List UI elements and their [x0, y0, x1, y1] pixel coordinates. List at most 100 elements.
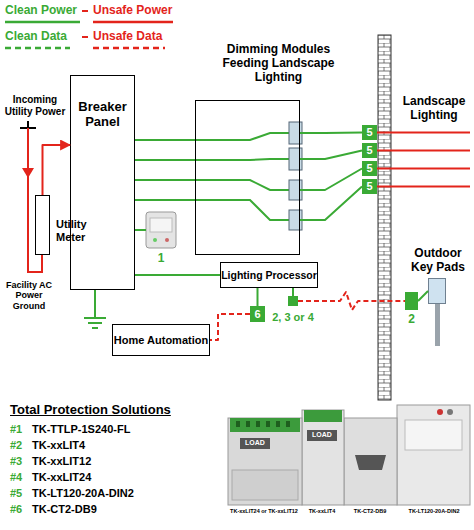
- node-label: Dimming Modules Feeding Landscape Lighti…: [221, 43, 336, 84]
- callout-number: #2: [10, 439, 22, 452]
- photo-caption: TK-CT2-DB9: [342, 508, 398, 514]
- data-wire: [292, 288, 294, 296]
- node-label: Breaker Panel: [71, 100, 134, 130]
- protector-tag: 5: [362, 161, 377, 176]
- node-label: Lighting Processor: [221, 269, 317, 281]
- product-photo: [228, 405, 470, 505]
- node-label: 5: [366, 126, 372, 139]
- dimming-module: [289, 180, 302, 200]
- device-lamp: [153, 238, 157, 242]
- protector-tag: 2: [405, 292, 418, 310]
- data-wire: [257, 288, 259, 306]
- power-wire: [135, 199, 195, 201]
- protector-tag: 5: [362, 125, 377, 140]
- ground-wire: [94, 290, 96, 318]
- protector-tag: 5: [362, 143, 377, 158]
- device-icon: [447, 409, 453, 415]
- module-feeds: [195, 133, 289, 220]
- power-wire: [300, 169, 362, 191]
- utility-pole-symbol: [20, 121, 36, 128]
- terminal-block: [304, 410, 342, 422]
- home-automation: Home Automation: [112, 324, 210, 356]
- device-body: [228, 418, 302, 505]
- photo-caption: TK-LT120-20A-DIN2: [394, 508, 474, 514]
- device-body: [146, 212, 176, 248]
- dimming-module: [289, 122, 302, 144]
- unsafe-power-sample: [93, 21, 173, 24]
- node-label: 5: [366, 180, 372, 193]
- dimming-enclosure: Dimming Modules Feeding Landscape Lighti…: [195, 100, 300, 255]
- legend-label: Clean Data: [5, 30, 67, 44]
- device-body: [397, 405, 470, 505]
- legend-separator: [82, 36, 88, 38]
- device-label-plate: [240, 438, 270, 449]
- node-label: 2: [401, 313, 422, 327]
- node-label: 2, 3 or 4: [263, 311, 323, 324]
- power-wire: [195, 180, 289, 190]
- power-wire: [135, 229, 146, 231]
- legend-label: Clean Power: [5, 4, 77, 18]
- node-label: 1: [146, 252, 176, 266]
- legend-label: Unsafe Data: [93, 30, 162, 44]
- callout-number: #4: [10, 471, 22, 484]
- ground-label: Facility AC Power Ground: [4, 280, 54, 311]
- data-wire: [298, 292, 405, 310]
- device-lamp: [165, 238, 169, 242]
- node-label: Outdoor Key Pads: [408, 247, 468, 275]
- power-wire: [135, 274, 220, 276]
- node-label: 6: [254, 308, 260, 321]
- source-label: Incoming Utility Power: [0, 94, 70, 117]
- device-marking: LOAD: [307, 431, 337, 439]
- part-number: TK-LT120-20A-DIN2: [32, 487, 134, 500]
- clean-power-sample: [5, 21, 80, 24]
- power-wire: [377, 132, 470, 134]
- flow-arrow: [22, 168, 34, 178]
- legend-separator: [82, 10, 88, 12]
- db9-connector: [355, 455, 386, 470]
- part-number: TK-xxLIT12: [32, 455, 91, 468]
- brick-wall: [378, 35, 391, 400]
- power-wire: [377, 186, 470, 188]
- power-wire: [300, 187, 362, 221]
- data-wire: [418, 291, 428, 301]
- power-wire: [43, 145, 71, 195]
- list-heading: Total Protection Solutions: [10, 403, 171, 418]
- power-wire: [300, 151, 362, 160]
- unsafe-data-sample: [93, 47, 165, 50]
- device-body: [344, 418, 397, 505]
- photo-caption: TK-xxLIT4: [300, 508, 344, 514]
- data-wire: [210, 314, 250, 340]
- node-label: 5: [366, 144, 372, 157]
- protector-tag: 2, 3 or 4: [288, 296, 298, 306]
- callout-number: #5: [10, 487, 22, 500]
- power-wire: [377, 168, 470, 170]
- power-wire: [377, 150, 470, 152]
- power-wire: [135, 139, 195, 141]
- part-number: TK-xxLIT4: [32, 439, 85, 452]
- part-number: TK-xxLIT24: [32, 471, 91, 484]
- area-label: Landscape Lighting: [395, 95, 473, 123]
- device-marking: LOAD: [240, 439, 270, 447]
- legend-label: Unsafe Power: [93, 4, 172, 18]
- power-wire: [195, 200, 289, 220]
- part-number: TK-TTLP-1S240-FL: [32, 423, 130, 436]
- device-icon: [437, 409, 443, 415]
- dimming-module: [289, 148, 302, 170]
- clean-data-sample: [5, 47, 70, 50]
- callout-number: #3: [10, 455, 22, 468]
- utility-meter: Utility Meter: [35, 195, 50, 255]
- power-wire: [195, 133, 289, 140]
- device-face: [232, 470, 298, 500]
- device-face: [405, 420, 462, 450]
- device-label-plate: [307, 430, 337, 441]
- power-wire: [195, 159, 289, 160]
- power-wire: [135, 159, 195, 161]
- callout-number: #1: [10, 423, 22, 436]
- lighting-processor: Lighting Processor: [220, 262, 318, 288]
- node-label: 5: [366, 162, 372, 175]
- node-label: Utility Meter: [56, 218, 108, 243]
- protector-tag: 5: [362, 179, 377, 194]
- dimming-modules: [289, 122, 302, 230]
- part-number: TK-CT2-DB9: [32, 503, 97, 516]
